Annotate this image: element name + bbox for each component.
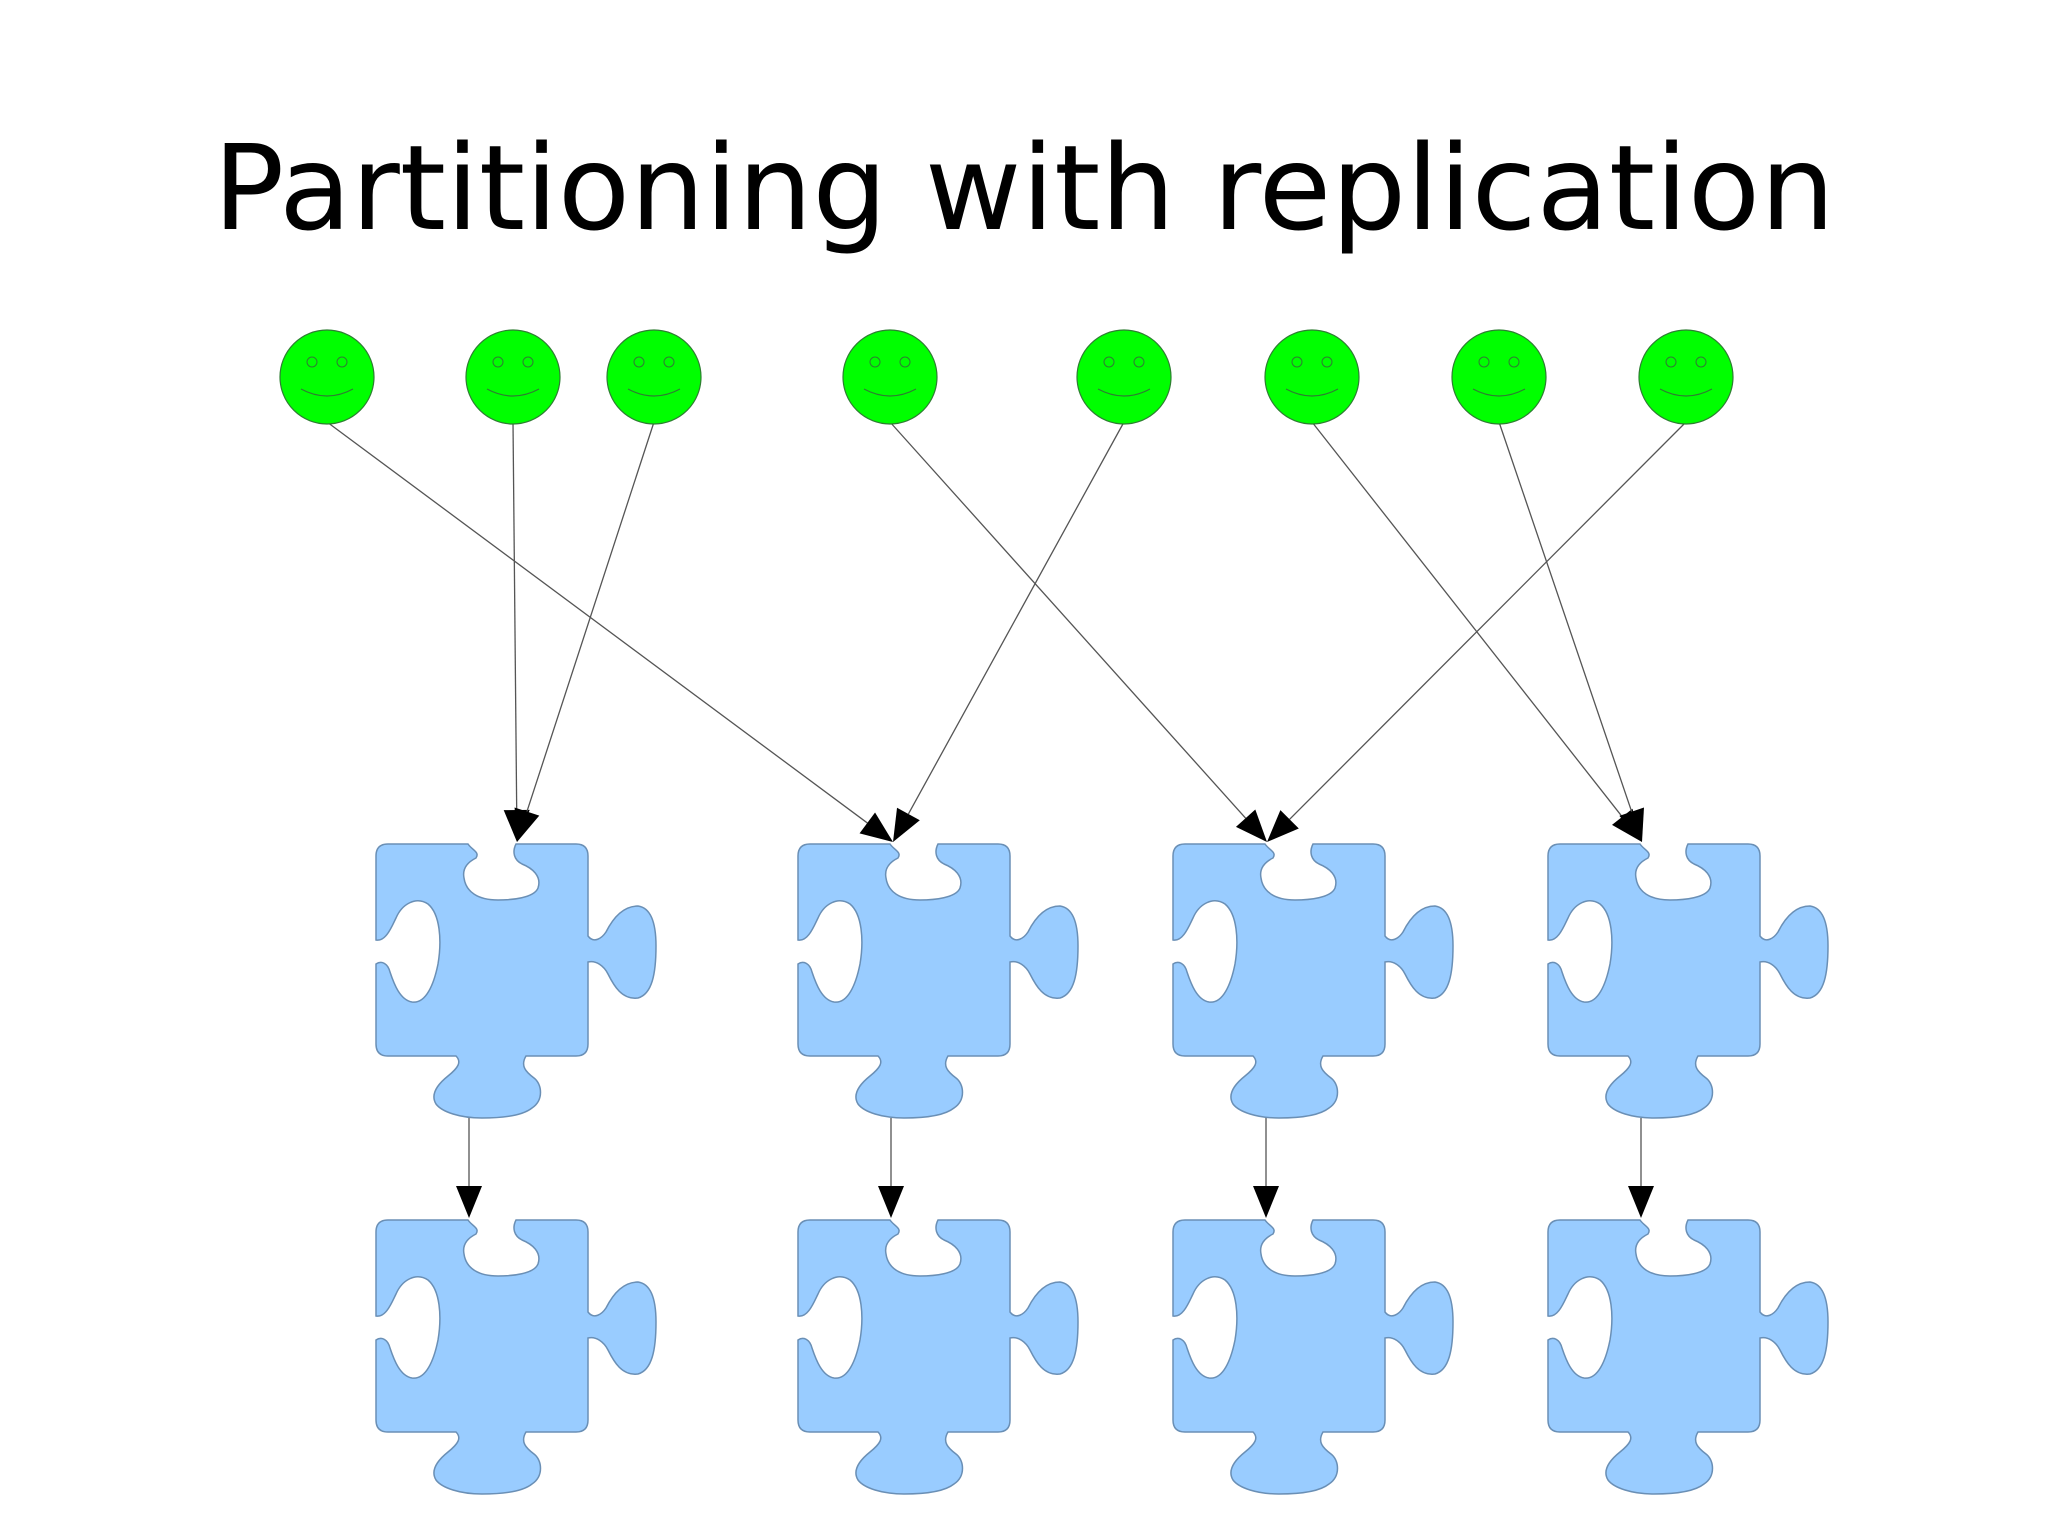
edge-client-3 [514,421,655,842]
edge-client-6-line [1311,421,1623,818]
edge-client-5-line [907,421,1125,815]
primary-partition-2-puzzle-piece-icon [797,843,1079,1119]
replication-edge-partition-3-arrowhead [1253,1186,1279,1218]
replication-edge-partition-1 [456,1118,482,1218]
client-6-smiley-face-icon [1264,329,1360,425]
replication-edge-partition-4 [1628,1118,1654,1218]
replica-partition-4-puzzle-piece-icon [1547,1219,1829,1495]
client-3-smiley-face-icon [606,329,702,425]
clients-layer [279,329,1734,425]
edge-client-1-arrowhead [859,812,893,842]
edge-client-8-line [1289,421,1687,820]
edge-client-8 [1267,421,1687,842]
edge-client-3-line [526,421,655,812]
replication-edge-partition-2-arrowhead [878,1186,904,1218]
edge-client-3-arrowhead [514,807,540,842]
client-4-smiley-face-icon [842,329,938,425]
edge-client-5 [893,421,1125,842]
primary-partition-1-puzzle-piece-icon [375,843,657,1119]
client-7-smiley-face-icon [1451,329,1547,425]
client-8-smiley-face-icon [1638,329,1734,425]
edge-client-1 [326,421,893,842]
primary-partition-4-puzzle-piece-icon [1547,843,1829,1119]
edge-client-8-arrowhead [1267,810,1299,842]
edge-client-4 [889,421,1267,842]
edge-client-2-line [512,421,518,811]
edge-client-4-arrowhead [1235,809,1267,842]
edge-client-4-line [889,421,1247,819]
edge-client-2 [503,421,530,842]
edge-client-7 [1498,421,1644,842]
client-5-smiley-face-icon [1076,329,1172,425]
edge-client-7-line [1498,421,1633,812]
client-1-smiley-face-icon [279,329,375,425]
replica-partition-3-puzzle-piece-icon [1172,1219,1454,1495]
edge-client-7-arrowhead [1619,807,1644,842]
primary-partition-3-puzzle-piece-icon [1172,843,1454,1119]
replica-partition-2-puzzle-piece-icon [797,1219,1079,1495]
client-2-smiley-face-icon [465,329,561,425]
edge-client-5-arrowhead [893,807,920,842]
replica-partition-1-puzzle-piece-icon [375,1219,657,1495]
replication-edge-partition-4-arrowhead [1628,1186,1654,1218]
edge-client-1-line [326,421,868,824]
replication-edge-partition-3 [1253,1118,1279,1218]
edges-layer [326,421,1687,1218]
replication-edge-partition-1-arrowhead [456,1186,482,1218]
partitions-layer [375,843,1829,1495]
slide-title: Partitioning with replication [213,119,1835,257]
replication-edge-partition-2 [878,1118,904,1218]
